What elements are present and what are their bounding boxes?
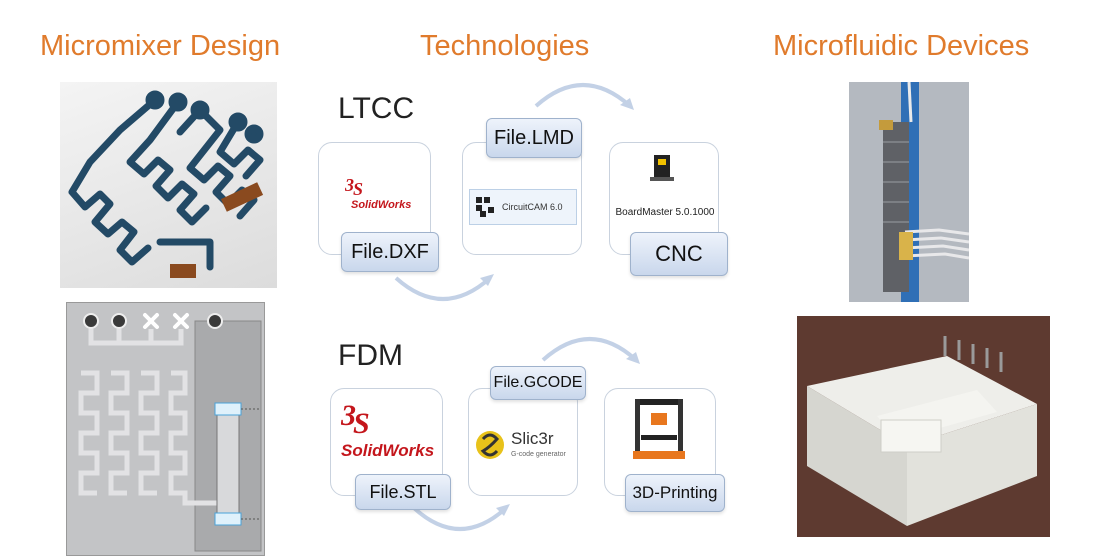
file-dxf-tag: File.DXF [341,232,439,272]
technologies-title: Technologies [420,30,590,62]
solidworks-logo-text-large: SolidWorks [341,441,435,460]
svg-text:S: S [353,407,370,437]
ltcc-device-photo [849,82,969,302]
ltcc-circuitcam-card: CircuitCAM 6.0 [462,142,582,255]
svg-text:S: S [353,179,363,197]
boardmaster-icon [650,155,674,181]
fdm-label: FDM [338,339,403,372]
fdm-flow-arrows [412,337,640,531]
fdm-slic3r-card: Slic3r G-code generator [468,388,578,496]
circuitcam-screen: CircuitCAM 6.0 [469,189,577,225]
slic3r-label: Slic3r [511,429,554,448]
micromixer-3d-render [60,82,277,288]
circuitcam-icon [476,197,494,217]
circuitcam-label: CircuitCAM 6.0 [502,202,563,212]
micromixer-chip-image [66,302,265,556]
file-stl-tag: File.STL [355,474,451,510]
3d-printing-tag: 3D-Printing [625,474,725,512]
ltcc-flow-arrows [394,83,634,301]
microfluidic-devices-title: Microfluidic Devices [773,30,1030,62]
ltcc-label: LTCC [338,92,415,125]
slic3r-sublabel: G-code generator [511,451,566,458]
micromixer-chip-drawing [67,303,264,555]
solidworks-logo-text: SolidWorks [351,199,412,211]
svg-text:3: 3 [341,399,356,432]
file-lmd-tag: File.LMD [486,118,582,158]
3d-printer-icon [633,399,685,459]
solidworks-logo: 3 S [344,173,367,202]
svg-text:3: 3 [345,175,354,195]
cnc-tag: CNC [630,232,728,276]
fdm-device-photo [797,316,1050,537]
solidworks-ds-icon: 3 S [344,175,363,199]
slic3r-icon [476,431,504,459]
file-gcode-tag: File.GCODE [490,366,586,400]
micromixer-render-image [68,90,264,278]
solidworks-ds-icon-large: 3 S [341,399,370,437]
boardmaster-label: BoardMaster 5.0.1000 [615,207,715,218]
ltcc-device-drawing [849,82,969,302]
fdm-device-drawing [797,316,1050,537]
micromixer-design-title: Micromixer Design [40,30,281,62]
